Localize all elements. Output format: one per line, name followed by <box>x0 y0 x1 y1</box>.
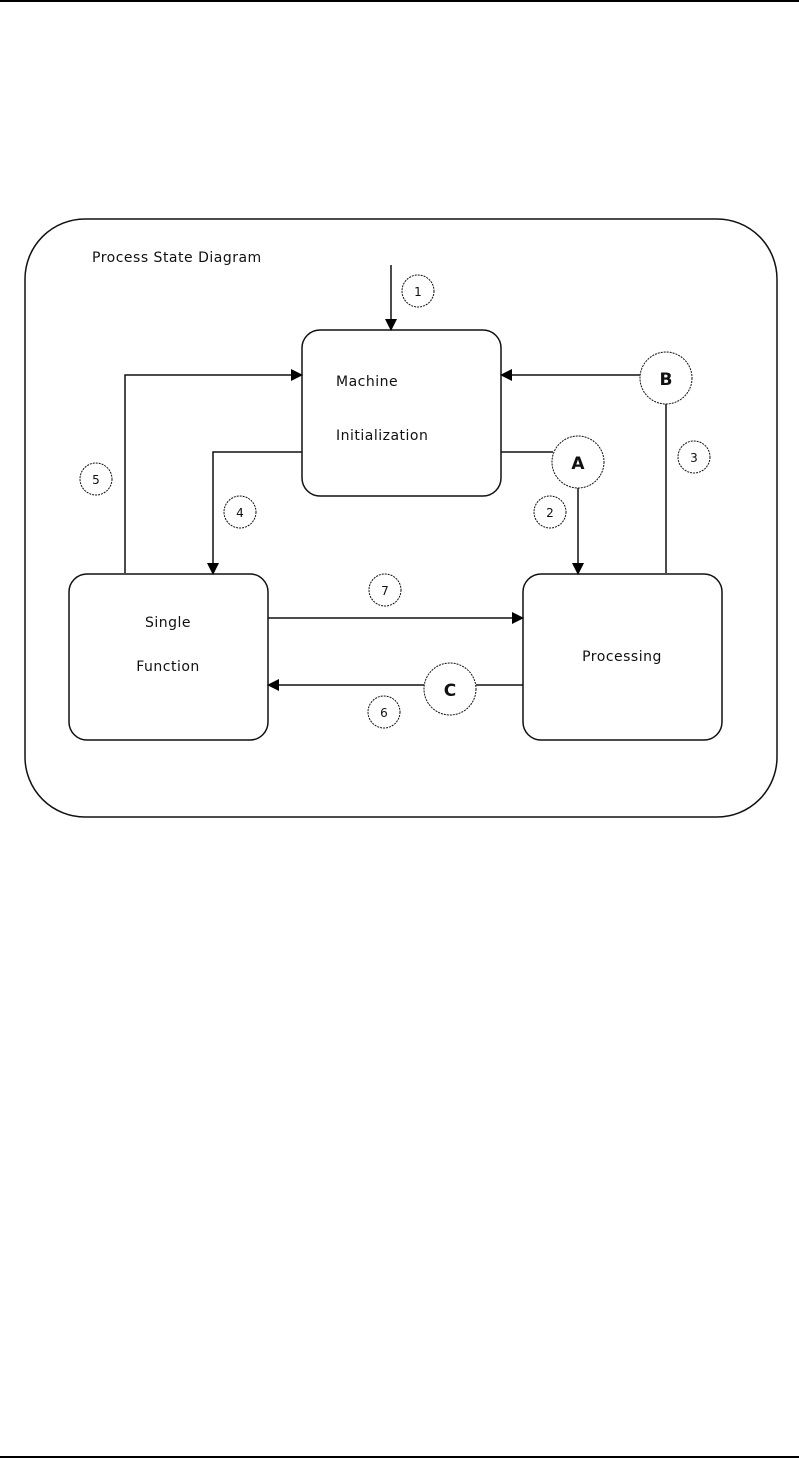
svg-text:5: 5 <box>92 473 100 487</box>
transition-2-badge: 2 <box>533 495 567 529</box>
state-processing[interactable]: Processing <box>522 573 723 741</box>
svg-text:C: C <box>444 681 456 701</box>
svg-text:6: 6 <box>380 706 388 720</box>
svg-text:1: 1 <box>414 285 422 299</box>
transition-4-arrow <box>207 451 302 575</box>
svg-text:4: 4 <box>236 506 244 520</box>
svg-text:2: 2 <box>546 506 554 520</box>
page-bottom-rule <box>0 1456 799 1458</box>
transition-6-badge: 6 <box>367 695 401 729</box>
state-machine-initialization[interactable]: Machine Initialization <box>301 329 502 497</box>
state-label-line2: Function <box>136 659 200 675</box>
connector-b: B <box>639 351 693 405</box>
transition-7-badge: 7 <box>368 573 402 607</box>
transition-5-badge: 5 <box>79 462 113 496</box>
transition-1-badge: 1 <box>401 274 435 308</box>
svg-text:3: 3 <box>690 451 698 465</box>
state-label: Processing <box>582 649 662 665</box>
svg-text:A: A <box>571 454 585 474</box>
transition-4-badge: 4 <box>223 495 257 529</box>
diagram-title: Process State Diagram <box>92 250 262 266</box>
transition-5-arrow <box>124 369 303 573</box>
page-top-rule <box>0 0 799 2</box>
svg-text:B: B <box>660 370 673 390</box>
state-single-function[interactable]: Single Function <box>68 573 269 741</box>
diagram-frame <box>24 218 778 818</box>
connector-c: C <box>423 662 477 716</box>
connector-a: A <box>551 435 605 489</box>
state-label-line2: Initialization <box>336 428 428 444</box>
transition-3-badge: 3 <box>677 440 711 474</box>
state-label-line1: Single <box>145 615 191 631</box>
svg-text:7: 7 <box>381 584 389 598</box>
state-label-line1: Machine <box>336 374 398 390</box>
